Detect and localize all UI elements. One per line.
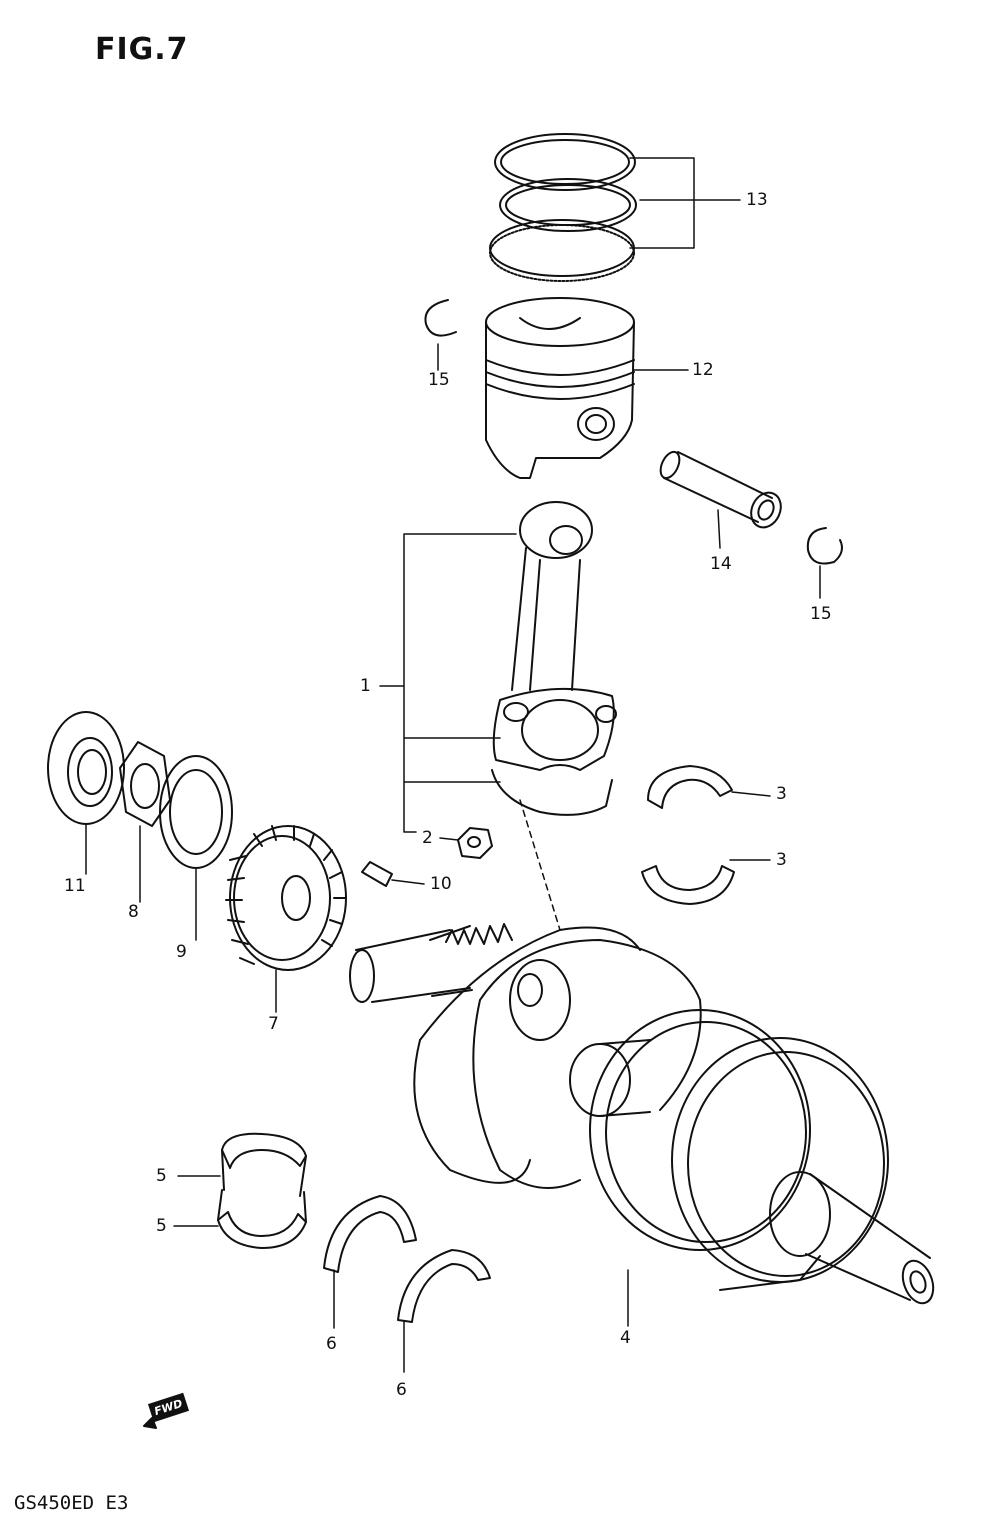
- figure-title: FIG.7: [95, 32, 189, 67]
- piston: [486, 298, 634, 478]
- oil-seal: [48, 712, 124, 824]
- crankshaft: [350, 924, 939, 1307]
- journal-bearing-upper: [222, 1134, 306, 1196]
- callout-4: 4: [620, 1328, 631, 1348]
- callout-3a: 3: [776, 784, 787, 804]
- callout-2: 2: [422, 828, 433, 848]
- journal-bearing-lower: [218, 1190, 306, 1248]
- callout-6b: 6: [396, 1380, 407, 1400]
- washer: [160, 756, 232, 868]
- callout-14: 14: [710, 554, 732, 574]
- callout-9: 9: [176, 942, 187, 962]
- callout-5b: 5: [156, 1216, 167, 1236]
- thrust-washer-right: [398, 1250, 490, 1322]
- callout-15b: 15: [810, 604, 832, 624]
- callout-10: 10: [430, 874, 452, 894]
- callout-15a: 15: [428, 370, 450, 390]
- piston-pin: [657, 449, 786, 532]
- callout-3b: 3: [776, 850, 787, 870]
- thrust-washer-left: [324, 1196, 416, 1272]
- model-code: GS450ED E3: [14, 1492, 129, 1514]
- crankpin-bearing-upper: [648, 766, 732, 808]
- callout-8: 8: [128, 902, 139, 922]
- connecting-rod: [492, 502, 616, 815]
- leader-lines: [86, 158, 820, 1372]
- primary-drive-gear: [226, 826, 346, 970]
- crankpin-bearing-lower: [642, 866, 734, 904]
- piston-ring-set: [490, 134, 636, 281]
- callout-7: 7: [268, 1014, 279, 1034]
- circlip-right: [808, 528, 842, 564]
- callout-11: 11: [64, 876, 86, 896]
- callout-1: 1: [360, 676, 371, 696]
- callout-5a: 5: [156, 1166, 167, 1186]
- circlip-left: [425, 300, 456, 336]
- callout-6a: 6: [326, 1334, 337, 1354]
- callout-13: 13: [746, 190, 768, 210]
- callout-12: 12: [692, 360, 714, 380]
- assembly-axis-line: [520, 800, 560, 930]
- crank-nut: [120, 742, 170, 826]
- conrod-nut: [458, 828, 492, 858]
- woodruff-key: [362, 862, 392, 886]
